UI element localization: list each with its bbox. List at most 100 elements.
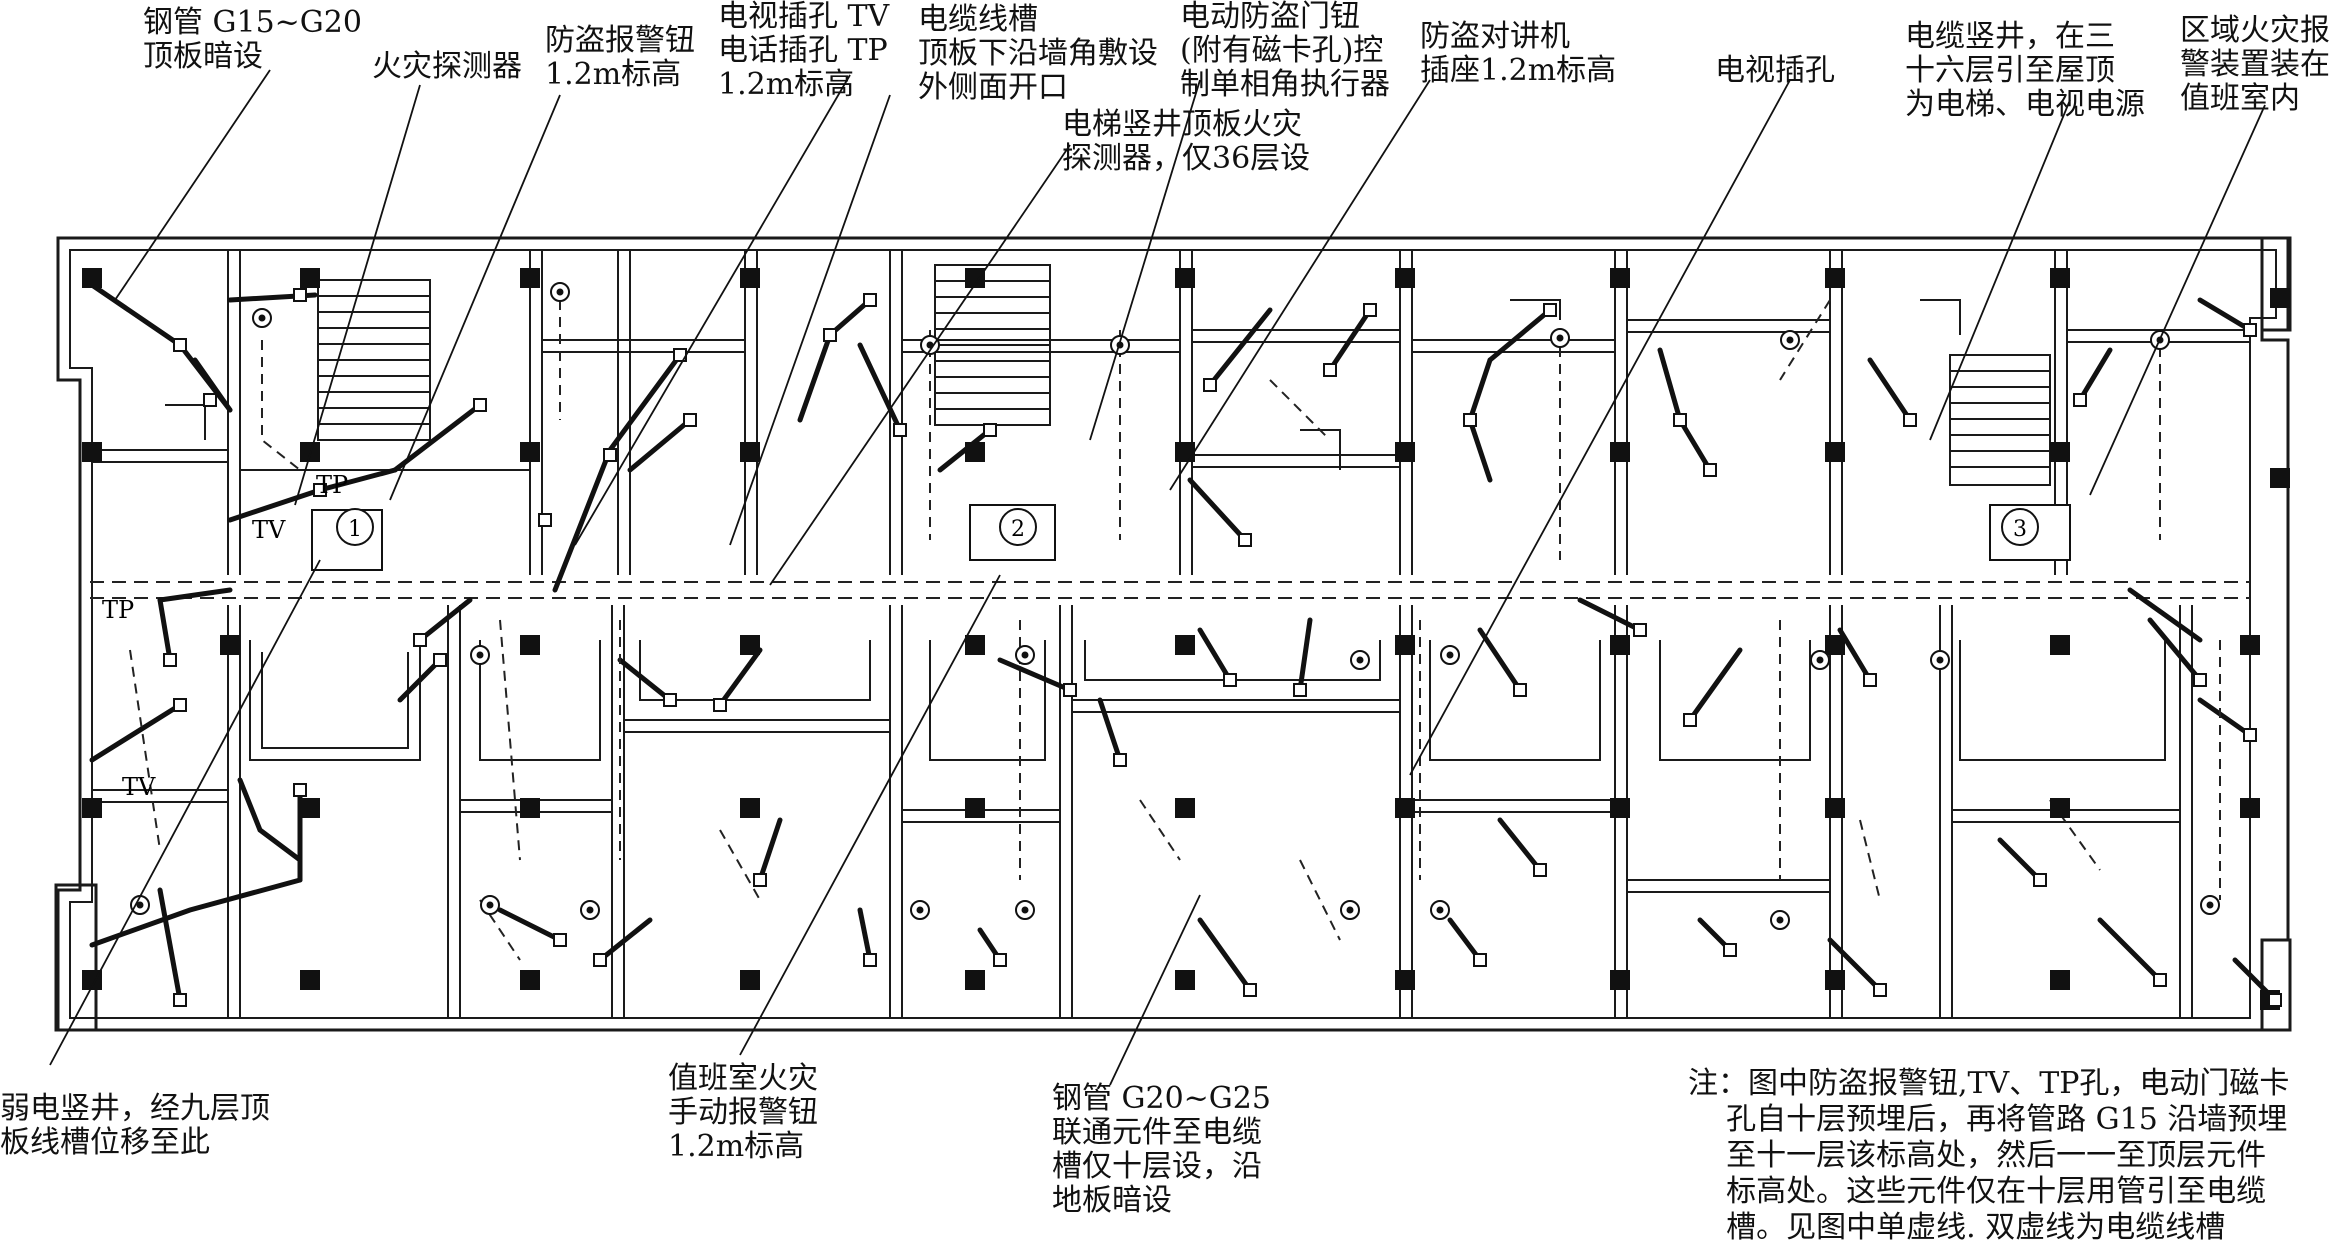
fire-detector-dot	[476, 651, 484, 659]
device-box	[1113, 753, 1127, 767]
structural-column	[300, 268, 320, 288]
unit-markers: 1 2 3	[311, 504, 2071, 571]
device-box	[1683, 713, 1697, 727]
label-tv-tp-socket: 电视插孔 TV 电话插孔 TP 1.2m标高	[718, 0, 890, 102]
structural-column	[82, 970, 102, 990]
device-box	[1903, 413, 1917, 427]
device-box	[1543, 303, 1557, 317]
structural-column	[2050, 798, 2070, 818]
structural-column	[2270, 288, 2290, 308]
device-box	[2073, 393, 2087, 407]
structural-column	[1395, 635, 1415, 655]
label-tv-socket: 电视插孔	[1715, 53, 1835, 88]
device-box	[1238, 533, 1252, 547]
structural-column	[1175, 635, 1195, 655]
structural-column	[740, 798, 760, 818]
label-weak-current-shaft: 弱电竖井，经九层顶 板线槽位移至此	[0, 1091, 270, 1160]
device-box	[863, 293, 877, 307]
fire-detector-dot	[1776, 916, 1784, 924]
tv-mark-left: TV	[122, 773, 156, 801]
structural-column	[1825, 970, 1845, 990]
structural-column	[2270, 468, 2290, 488]
structural-columns	[82, 268, 2290, 1010]
tp-mark-left: TP	[102, 596, 134, 624]
structural-column	[1610, 635, 1630, 655]
label-fire-detector: 火灾探测器	[372, 49, 522, 84]
structural-column	[300, 798, 320, 818]
structural-column	[2050, 268, 2070, 288]
structural-column	[520, 442, 540, 462]
fire-detector-dot	[1556, 334, 1564, 342]
label-manual-alarm: 值班室火灾 手动报警钮 1.2m标高	[668, 1061, 818, 1164]
structural-column	[1395, 268, 1415, 288]
label-door-button-actuator: 电动防盗门钮 (附有磁卡孔)控 制单相角执行器	[1180, 0, 1390, 102]
structural-column	[965, 970, 985, 990]
device-box	[2033, 873, 2047, 887]
device-box	[1223, 673, 1237, 687]
fire-detector-dot	[1936, 656, 1944, 664]
plan-socket-marks: TP TV TP TV	[102, 471, 348, 801]
label-cable-shaft: 电缆竖井，在三 十六层引至屋顶 为电梯、电视电源	[1905, 19, 2145, 122]
structural-column	[82, 268, 102, 288]
fire-detector-dot	[1446, 651, 1454, 659]
structural-column	[965, 798, 985, 818]
label-steel-pipe-floor: 钢管 G20~G25 联通元件至电缆 槽仅十层设，沿 地板暗设	[1052, 1081, 1271, 1218]
fire-detector-dot	[1436, 906, 1444, 914]
device-box	[893, 423, 907, 437]
device-box	[2268, 993, 2282, 1007]
structural-column	[82, 442, 102, 462]
device-box	[2243, 323, 2257, 337]
device-box	[173, 338, 187, 352]
device-box	[538, 513, 552, 527]
device-box	[1323, 363, 1337, 377]
device-box	[313, 483, 327, 497]
unit-marker-3: 3	[2013, 517, 2027, 542]
device-box	[2153, 973, 2167, 987]
device-box	[683, 413, 697, 427]
structural-column	[1825, 268, 1845, 288]
structural-column	[220, 635, 240, 655]
structural-column	[965, 635, 985, 655]
device-box	[2193, 673, 2207, 687]
fire-detector-dot	[136, 901, 144, 909]
structural-column	[520, 970, 540, 990]
staircase-right	[1949, 354, 2051, 486]
device-box	[593, 953, 607, 967]
building-outline	[54, 236, 2292, 1032]
device-box	[1293, 683, 1307, 697]
device-box	[293, 288, 307, 302]
cable-trough-corridor	[90, 581, 2250, 599]
device-box	[2243, 728, 2257, 742]
label-intercom-socket: 防盗对讲机 插座1.2m标高	[1420, 19, 1617, 88]
device-box	[823, 328, 837, 342]
device-box	[1873, 983, 1887, 997]
device-box	[473, 398, 487, 412]
structural-column	[1175, 798, 1195, 818]
tp-mark-upper: TP	[316, 471, 348, 499]
device-box	[1513, 683, 1527, 697]
fire-detector-dot	[1346, 906, 1354, 914]
structural-column	[2240, 798, 2260, 818]
structural-column	[1175, 442, 1195, 462]
label-burglar-alarm-button: 防盗报警钮 1.2m标高	[545, 23, 695, 92]
device-box	[603, 448, 617, 462]
structural-column	[740, 442, 760, 462]
dashed-conduits	[129, 299, 2221, 961]
structural-column	[740, 635, 760, 655]
structural-column	[1395, 442, 1415, 462]
device-box	[203, 393, 217, 407]
structural-column	[2240, 635, 2260, 655]
structural-column	[1825, 798, 1845, 818]
structural-column	[965, 268, 985, 288]
structural-column	[2050, 970, 2070, 990]
label-elevator-shaft-detector: 电梯竖井顶板火灾 探测器，仅36层设	[1062, 107, 1311, 176]
tv-mark-upper: TV	[252, 516, 286, 544]
device-box	[553, 933, 567, 947]
device-box	[1723, 943, 1737, 957]
device-box	[1703, 463, 1717, 477]
fire-detector-dot	[258, 314, 266, 322]
fire-detector-dot	[586, 906, 594, 914]
device-box	[1473, 953, 1487, 967]
device-box	[413, 633, 427, 647]
